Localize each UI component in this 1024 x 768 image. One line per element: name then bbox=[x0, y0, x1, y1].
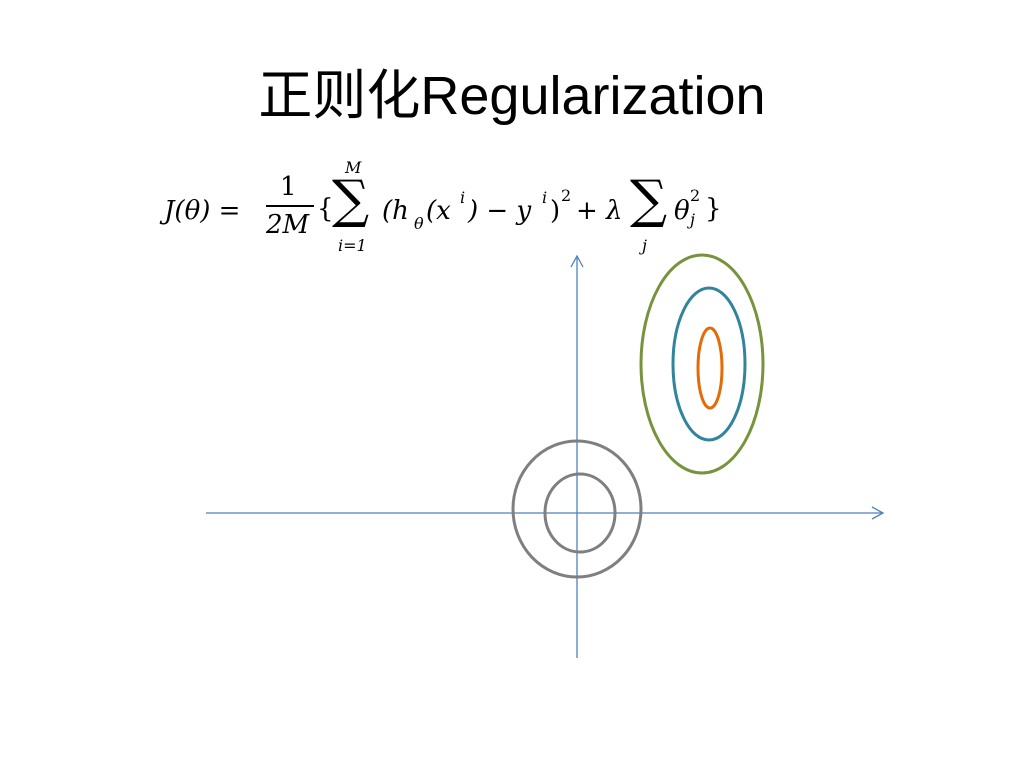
formula-denominator: 2M bbox=[266, 210, 310, 240]
title-latin: Regularization bbox=[420, 66, 766, 126]
formula-term1-sup2: i bbox=[542, 188, 548, 207]
formula-sum1-upper: M bbox=[345, 158, 362, 177]
formula-term1-square: 2 bbox=[561, 186, 572, 205]
formula-numerator: 1 bbox=[280, 172, 297, 202]
formula-term1-sup: i bbox=[460, 188, 466, 207]
formula-term1-open: (h bbox=[382, 196, 409, 226]
formula-term1-mid: ) − y bbox=[468, 196, 532, 226]
formula-theta-sup: 2 bbox=[690, 186, 701, 205]
formula-term1-sub: θ bbox=[414, 214, 424, 233]
formula-close-brace: } bbox=[705, 194, 722, 224]
loss-contour-outer bbox=[639, 253, 765, 475]
formula-sum2: ∑ bbox=[630, 170, 668, 230]
title-cjk: 正则化 bbox=[258, 64, 421, 127]
formula-plus-lambda: + λ bbox=[576, 196, 623, 226]
regularization-inner-circle bbox=[543, 472, 617, 554]
slide-title: 正则化Regularization bbox=[0, 58, 1024, 134]
formula-sum1: ∑ bbox=[332, 170, 370, 230]
loss-contour-inner bbox=[696, 326, 724, 410]
x-axis-arrowhead bbox=[871, 506, 885, 520]
formula-theta: θ bbox=[674, 196, 690, 226]
formula-fraction-bar bbox=[266, 205, 314, 207]
formula-open-brace: { bbox=[317, 194, 334, 224]
regularization-outer-circle bbox=[511, 439, 643, 579]
formula-term1-close: ) bbox=[550, 196, 561, 226]
formula-lhs: J(θ) = bbox=[164, 196, 241, 226]
formula-sum1-lower: i=1 bbox=[338, 236, 367, 255]
y-axis-arrowhead bbox=[570, 254, 584, 268]
formula-term1-x: (x bbox=[426, 196, 451, 226]
formula-sum2-lower: j bbox=[642, 236, 647, 255]
cost-function-formula: J(θ) = 1 2M { ∑ M i=1 (h θ (x i ) − y i … bbox=[160, 160, 760, 260]
loss-contour-middle bbox=[671, 286, 747, 442]
formula-theta-sub: j bbox=[690, 210, 695, 229]
